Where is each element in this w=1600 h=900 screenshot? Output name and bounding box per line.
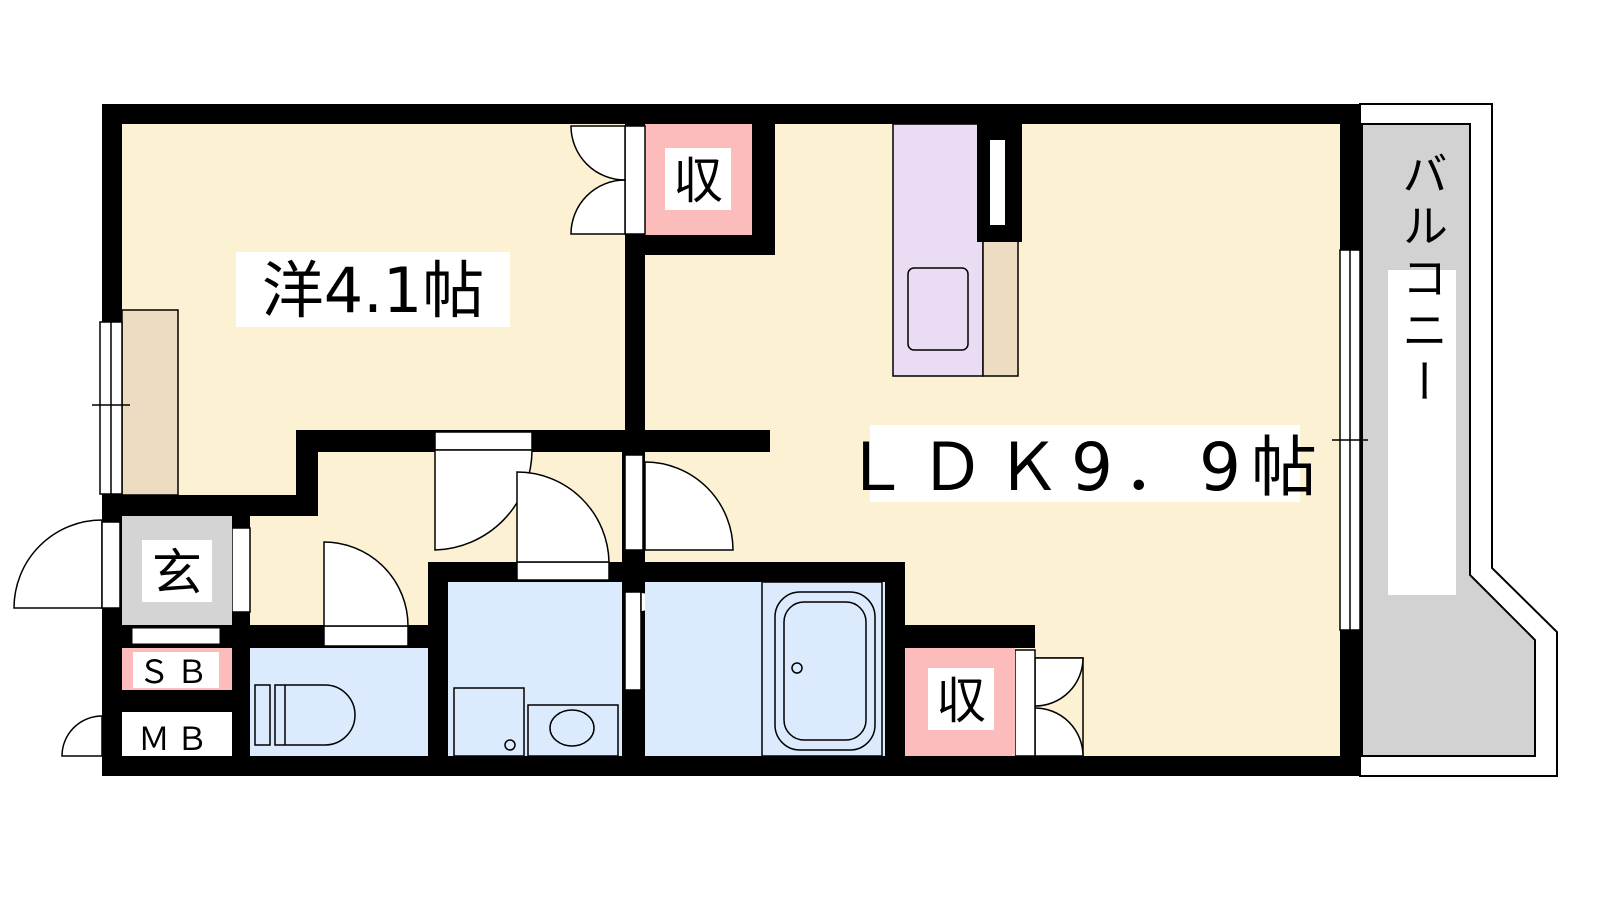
balcony: バルコニー: [1359, 103, 1558, 777]
meter-box: [122, 712, 232, 756]
closet-top-label: 収: [673, 152, 723, 210]
balcony-label: バルコニー: [1395, 150, 1449, 410]
sink-icon: [907, 267, 969, 351]
doors[interactable]: [13, 431, 1084, 757]
ldk-label: ＬＤＫ9．9帖: [843, 429, 1327, 506]
interior-walls: [102, 104, 1360, 776]
washbasin-icon: [527, 704, 619, 757]
bathtub-icon: [774, 591, 876, 751]
meter-box-label: ＭＢ: [138, 720, 214, 758]
entrance-label: 玄: [152, 544, 202, 602]
closet-top-door[interactable]: [570, 125, 646, 235]
washing-machine-space: [453, 687, 525, 757]
western-room-label: 洋4.1帖: [262, 254, 485, 327]
toilet-icon: [254, 684, 356, 746]
shoe-box-label: ＳＢ: [138, 653, 214, 691]
closet-bottom-label: 収: [936, 672, 986, 730]
